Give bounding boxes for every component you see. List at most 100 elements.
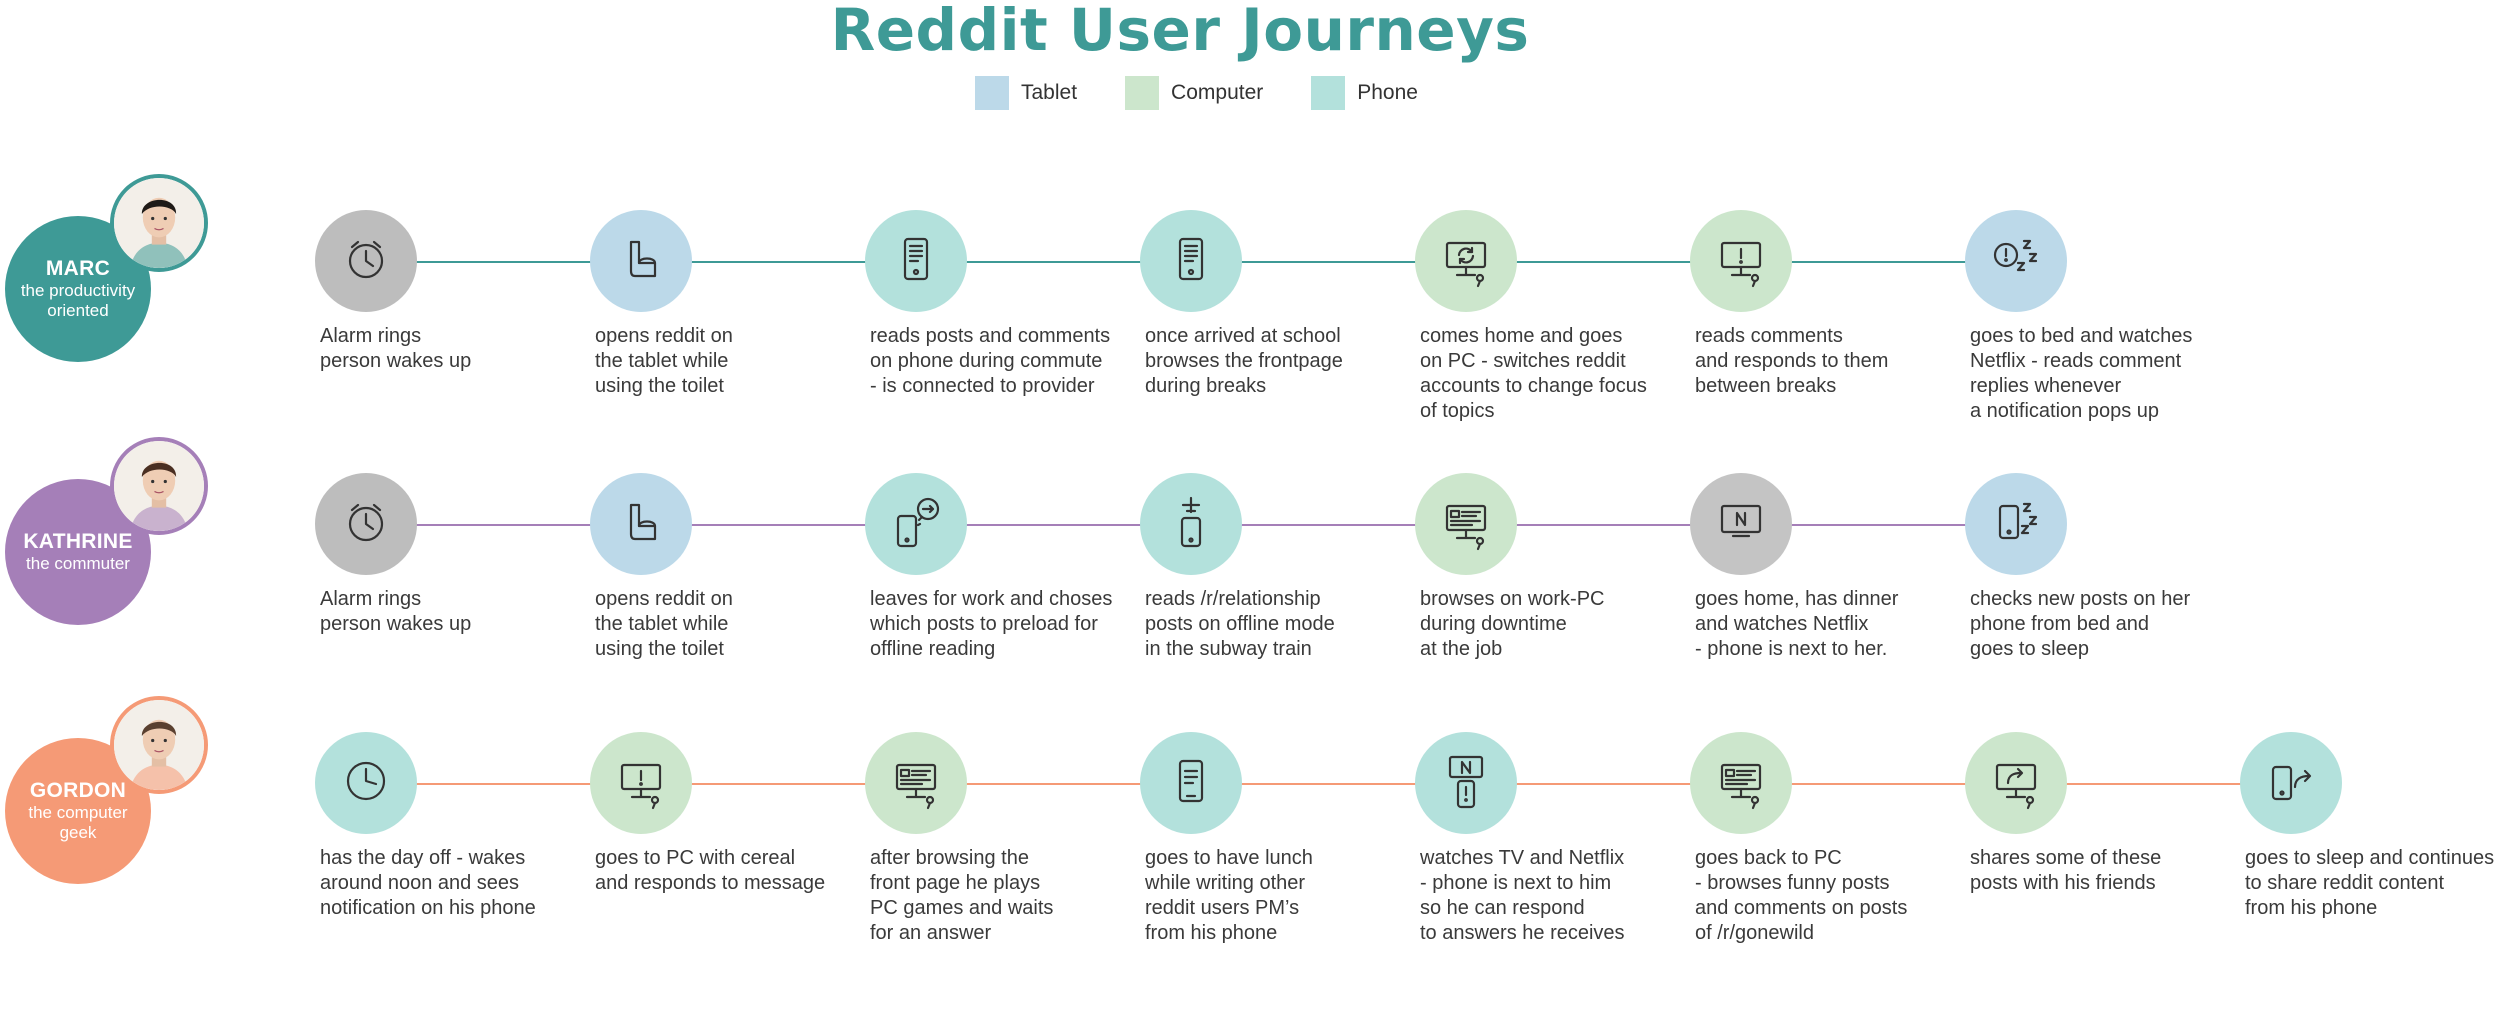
step-device-circle-phone [315,732,417,834]
step-description: watches TV and Netflix - phone is next t… [1420,847,1625,944]
tablet-toilet-icon [611,229,671,294]
journey-step: opens reddit on the tablet while using t… [590,473,860,662]
phone-share-icon [2261,751,2321,816]
step-device-circle-phone [1140,732,1242,834]
step-description: comes home and goes on PC - switches red… [1420,325,1647,422]
computer-browse-icon [1436,492,1496,557]
journey-connector-line [366,783,2291,785]
clock-icon [336,751,396,816]
persona-name: KATHRINE [23,530,133,553]
phone-sleep-icon [1986,492,2046,557]
alarm-clock-icon [336,229,396,294]
persona-name: MARC [45,257,111,280]
step-description: opens reddit on the tablet while using t… [595,325,733,397]
step-description: checks new posts on her phone from bed a… [1970,588,2191,660]
legend-item-tablet: Tablet [975,76,1077,110]
notification-sleep-icon [1986,229,2046,294]
legend-label: Computer [1171,81,1264,104]
tablet-toilet-icon [611,492,671,557]
computer-browse-icon [1711,751,1771,816]
journey-step: Alarm rings person wakes up [315,210,585,374]
journey-step: reads posts and comments on phone during… [865,210,1135,399]
step-device-circle-computer [1415,210,1517,312]
step-device-circle-computer [1690,210,1792,312]
persona-name: GORDON [29,779,127,802]
step-device-circle-computer [1965,732,2067,834]
step-device-circle-phone [865,473,967,575]
legend-item-computer: Computer [1125,76,1263,110]
journey-step: shares some of these posts with his frie… [1965,732,2235,896]
step-description: goes to bed and watches Netflix - reads … [1970,325,2193,422]
step-description: reads comments and responds to them betw… [1695,325,1889,397]
phone-airplane-icon [1161,492,1221,557]
step-description: goes to sleep and continues to share red… [2245,847,2495,919]
journey-step: leaves for work and choses which posts t… [865,473,1135,662]
journey-step: reads comments and responds to them betw… [1690,210,1960,399]
step-description: after browsing the front page he plays P… [870,847,1054,944]
step-description: Alarm rings person wakes up [320,588,472,635]
step-device-circle-phone [1415,732,1517,834]
legend-label: Phone [1357,81,1418,104]
computer-alert-icon [1711,229,1771,294]
computer-alert-icon [611,751,671,816]
legend-item-phone: Phone [1311,76,1418,110]
phone-reading-icon [1161,229,1221,294]
step-description: shares some of these posts with his frie… [1970,847,2162,894]
step-device-circle-alarm [315,210,417,312]
journey-step: watches TV and Netflix - phone is next t… [1415,732,1685,946]
step-description: once arrived at school browses the front… [1145,325,1343,397]
legend-swatch-phone [1311,76,1346,110]
avatar [110,174,208,272]
journey-step: goes to have lunch while writing other r… [1140,732,1410,946]
journey-step: comes home and goes on PC - switches red… [1415,210,1685,424]
step-description: goes back to PC - browses funny posts an… [1695,847,1908,944]
journey-step: opens reddit on the tablet while using t… [590,210,860,399]
tv-netflix-icon [1711,492,1771,557]
step-device-circle-tv [1690,473,1792,575]
step-description: browses on work-PC during downtime at th… [1420,588,1605,660]
journey-step: browses on work-PC during downtime at th… [1415,473,1685,662]
step-device-circle-computer [1415,473,1517,575]
avatar [110,437,208,535]
legend-swatch-tablet [975,76,1009,110]
step-description: reads /r/relationship posts on offline m… [1145,588,1335,660]
step-description: leaves for work and choses which posts t… [870,588,1113,660]
step-device-circle-phone [1140,473,1242,575]
step-description: goes to PC with cereal and responds to m… [595,847,826,894]
alarm-clock-icon [336,492,396,557]
legend: Tablet Computer Phone [975,76,1466,110]
step-device-circle-tablet [590,210,692,312]
step-description: reads posts and comments on phone during… [870,325,1111,397]
step-device-circle-alarm [315,473,417,575]
tv-phone-alert-icon [1436,751,1496,816]
page-title: Reddit User Journeys [830,0,1530,64]
persona-description: the commuter [26,554,130,573]
journey-step: once arrived at school browses the front… [1140,210,1410,399]
journey-step: goes to PC with cereal and responds to m… [590,732,860,896]
computer-browse-icon [886,751,946,816]
journey-step: Alarm rings person wakes up [315,473,585,637]
step-device-circle-tablet [1965,473,2067,575]
journey-step: after browsing the front page he plays P… [865,732,1135,946]
step-description: Alarm rings person wakes up [320,325,472,372]
persona-description: the productivity oriented [20,281,136,320]
avatar [110,696,208,794]
step-description: opens reddit on the tablet while using t… [595,588,733,660]
step-device-circle-computer [590,732,692,834]
journey-step: goes back to PC - browses funny posts an… [1690,732,1960,946]
phone-reading-icon [886,229,946,294]
computer-share-icon [1986,751,2046,816]
phone-message-icon [1161,751,1221,816]
step-device-circle-computer [865,732,967,834]
step-device-circle-phone [865,210,967,312]
journey-step: checks new posts on her phone from bed a… [1965,473,2235,662]
step-description: goes home, has dinner and watches Netfli… [1695,588,1899,660]
journey-step: has the day off - wakes around noon and … [315,732,585,921]
journey-step: reads /r/relationship posts on offline m… [1140,473,1410,662]
phone-preload-icon [886,492,946,557]
step-device-circle-tablet [1965,210,2067,312]
